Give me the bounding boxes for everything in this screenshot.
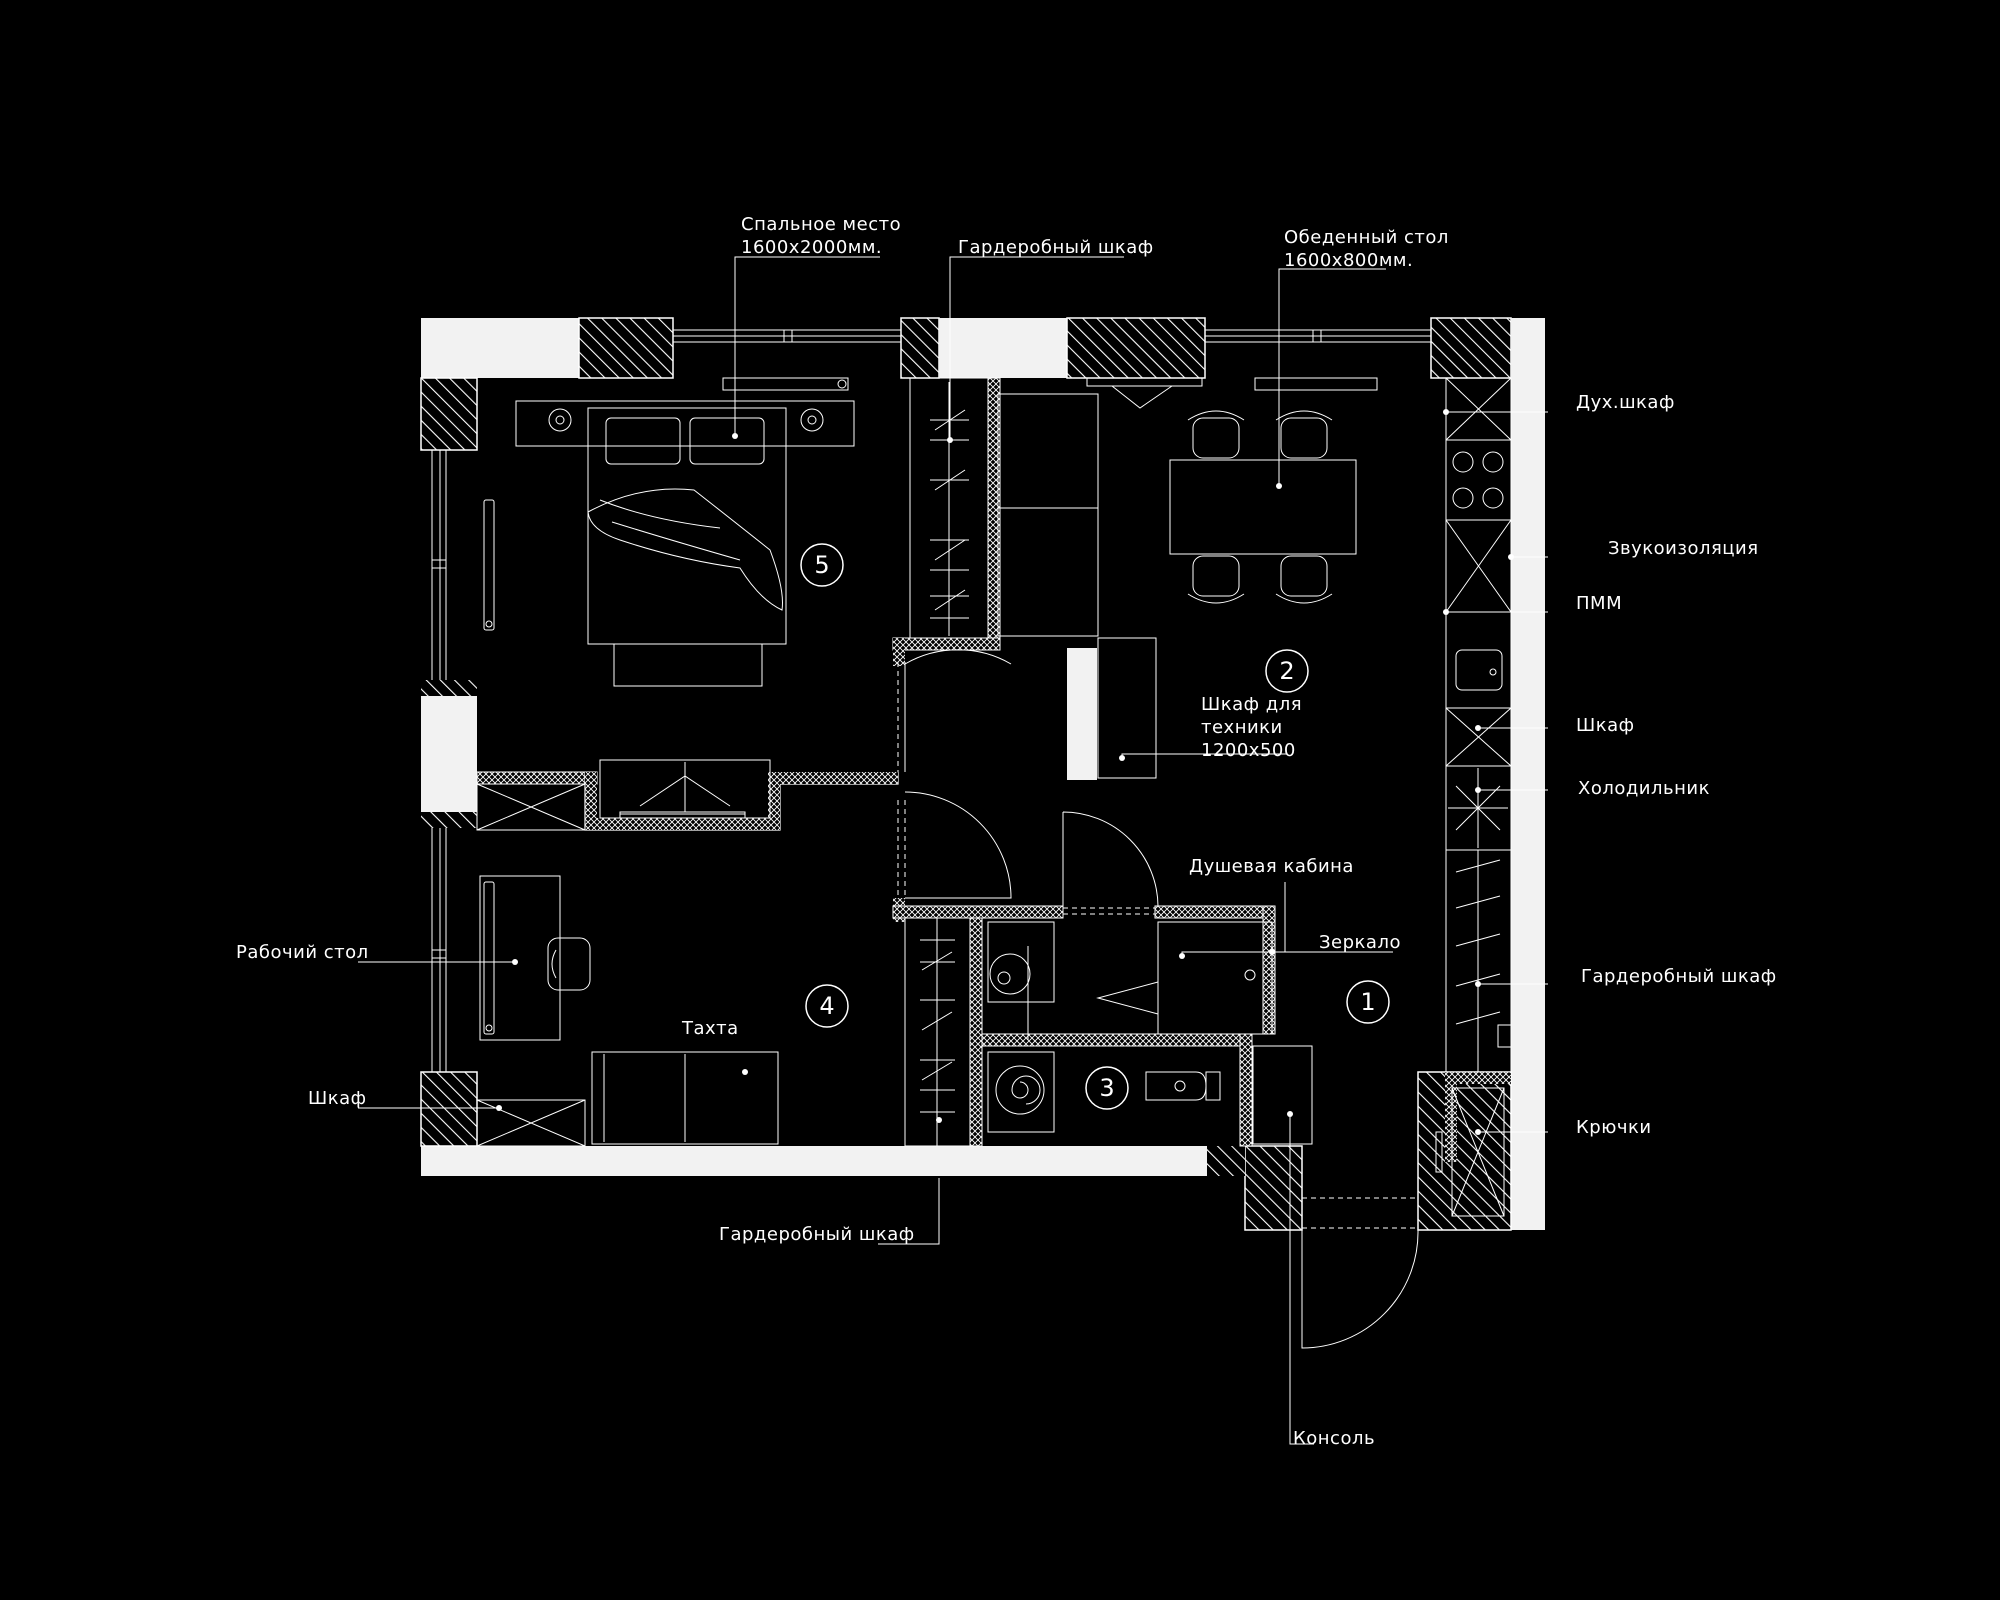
label-dining-line2: 1600х800мм.	[1284, 250, 1413, 271]
label-wardrobe-top: Гардеробный шкаф	[958, 237, 1154, 258]
label-soundproofing: Звукоизоляция	[1608, 538, 1759, 559]
label-bed-line1: Спальное место	[741, 214, 901, 235]
label-desk: Рабочий стол	[236, 942, 369, 963]
outer-walls	[420, 317, 1545, 1231]
label-fridge: Холодильник	[1578, 778, 1710, 799]
label-mirror: Зеркало	[1319, 932, 1401, 953]
room-numbers: 1 2 3 4 5	[800, 543, 1390, 1110]
label-tech-line2: техники	[1201, 717, 1283, 738]
label-cabinet-right: Шкаф	[1576, 715, 1635, 736]
label-dishwasher: ПММ	[1576, 593, 1622, 614]
room-number-2: 2	[1279, 657, 1294, 685]
label-dining-line1: Обеденный стол	[1284, 227, 1449, 248]
label-hooks: Крючки	[1576, 1117, 1652, 1138]
room-number-4: 4	[819, 992, 834, 1020]
callout-labels: Спальное место 1600х2000мм. Гардеробный …	[236, 214, 1777, 1449]
label-daybed: Тахта	[681, 1018, 739, 1039]
label-tech-line1: Шкаф для	[1201, 694, 1302, 715]
label-wardrobe-bottom: Гардеробный шкаф	[719, 1224, 915, 1245]
label-oven: Дух.шкаф	[1576, 392, 1675, 413]
label-shower: Душевая кабина	[1189, 856, 1354, 877]
room-number-1: 1	[1360, 988, 1375, 1016]
label-tech-line3: 1200х500	[1201, 740, 1296, 761]
label-bed-line2: 1600х2000мм.	[741, 237, 882, 258]
room-number-5: 5	[814, 551, 829, 579]
room-number-3: 3	[1099, 1074, 1114, 1102]
doors	[897, 649, 1419, 1349]
leader-dots	[496, 409, 1514, 1135]
label-wardrobe-right: Гардеробный шкаф	[1581, 966, 1777, 987]
label-console: Консоль	[1293, 1428, 1375, 1449]
leader-lines	[358, 256, 1548, 1445]
label-cabinet-left: Шкаф	[308, 1088, 367, 1109]
furniture	[476, 377, 1512, 1217]
